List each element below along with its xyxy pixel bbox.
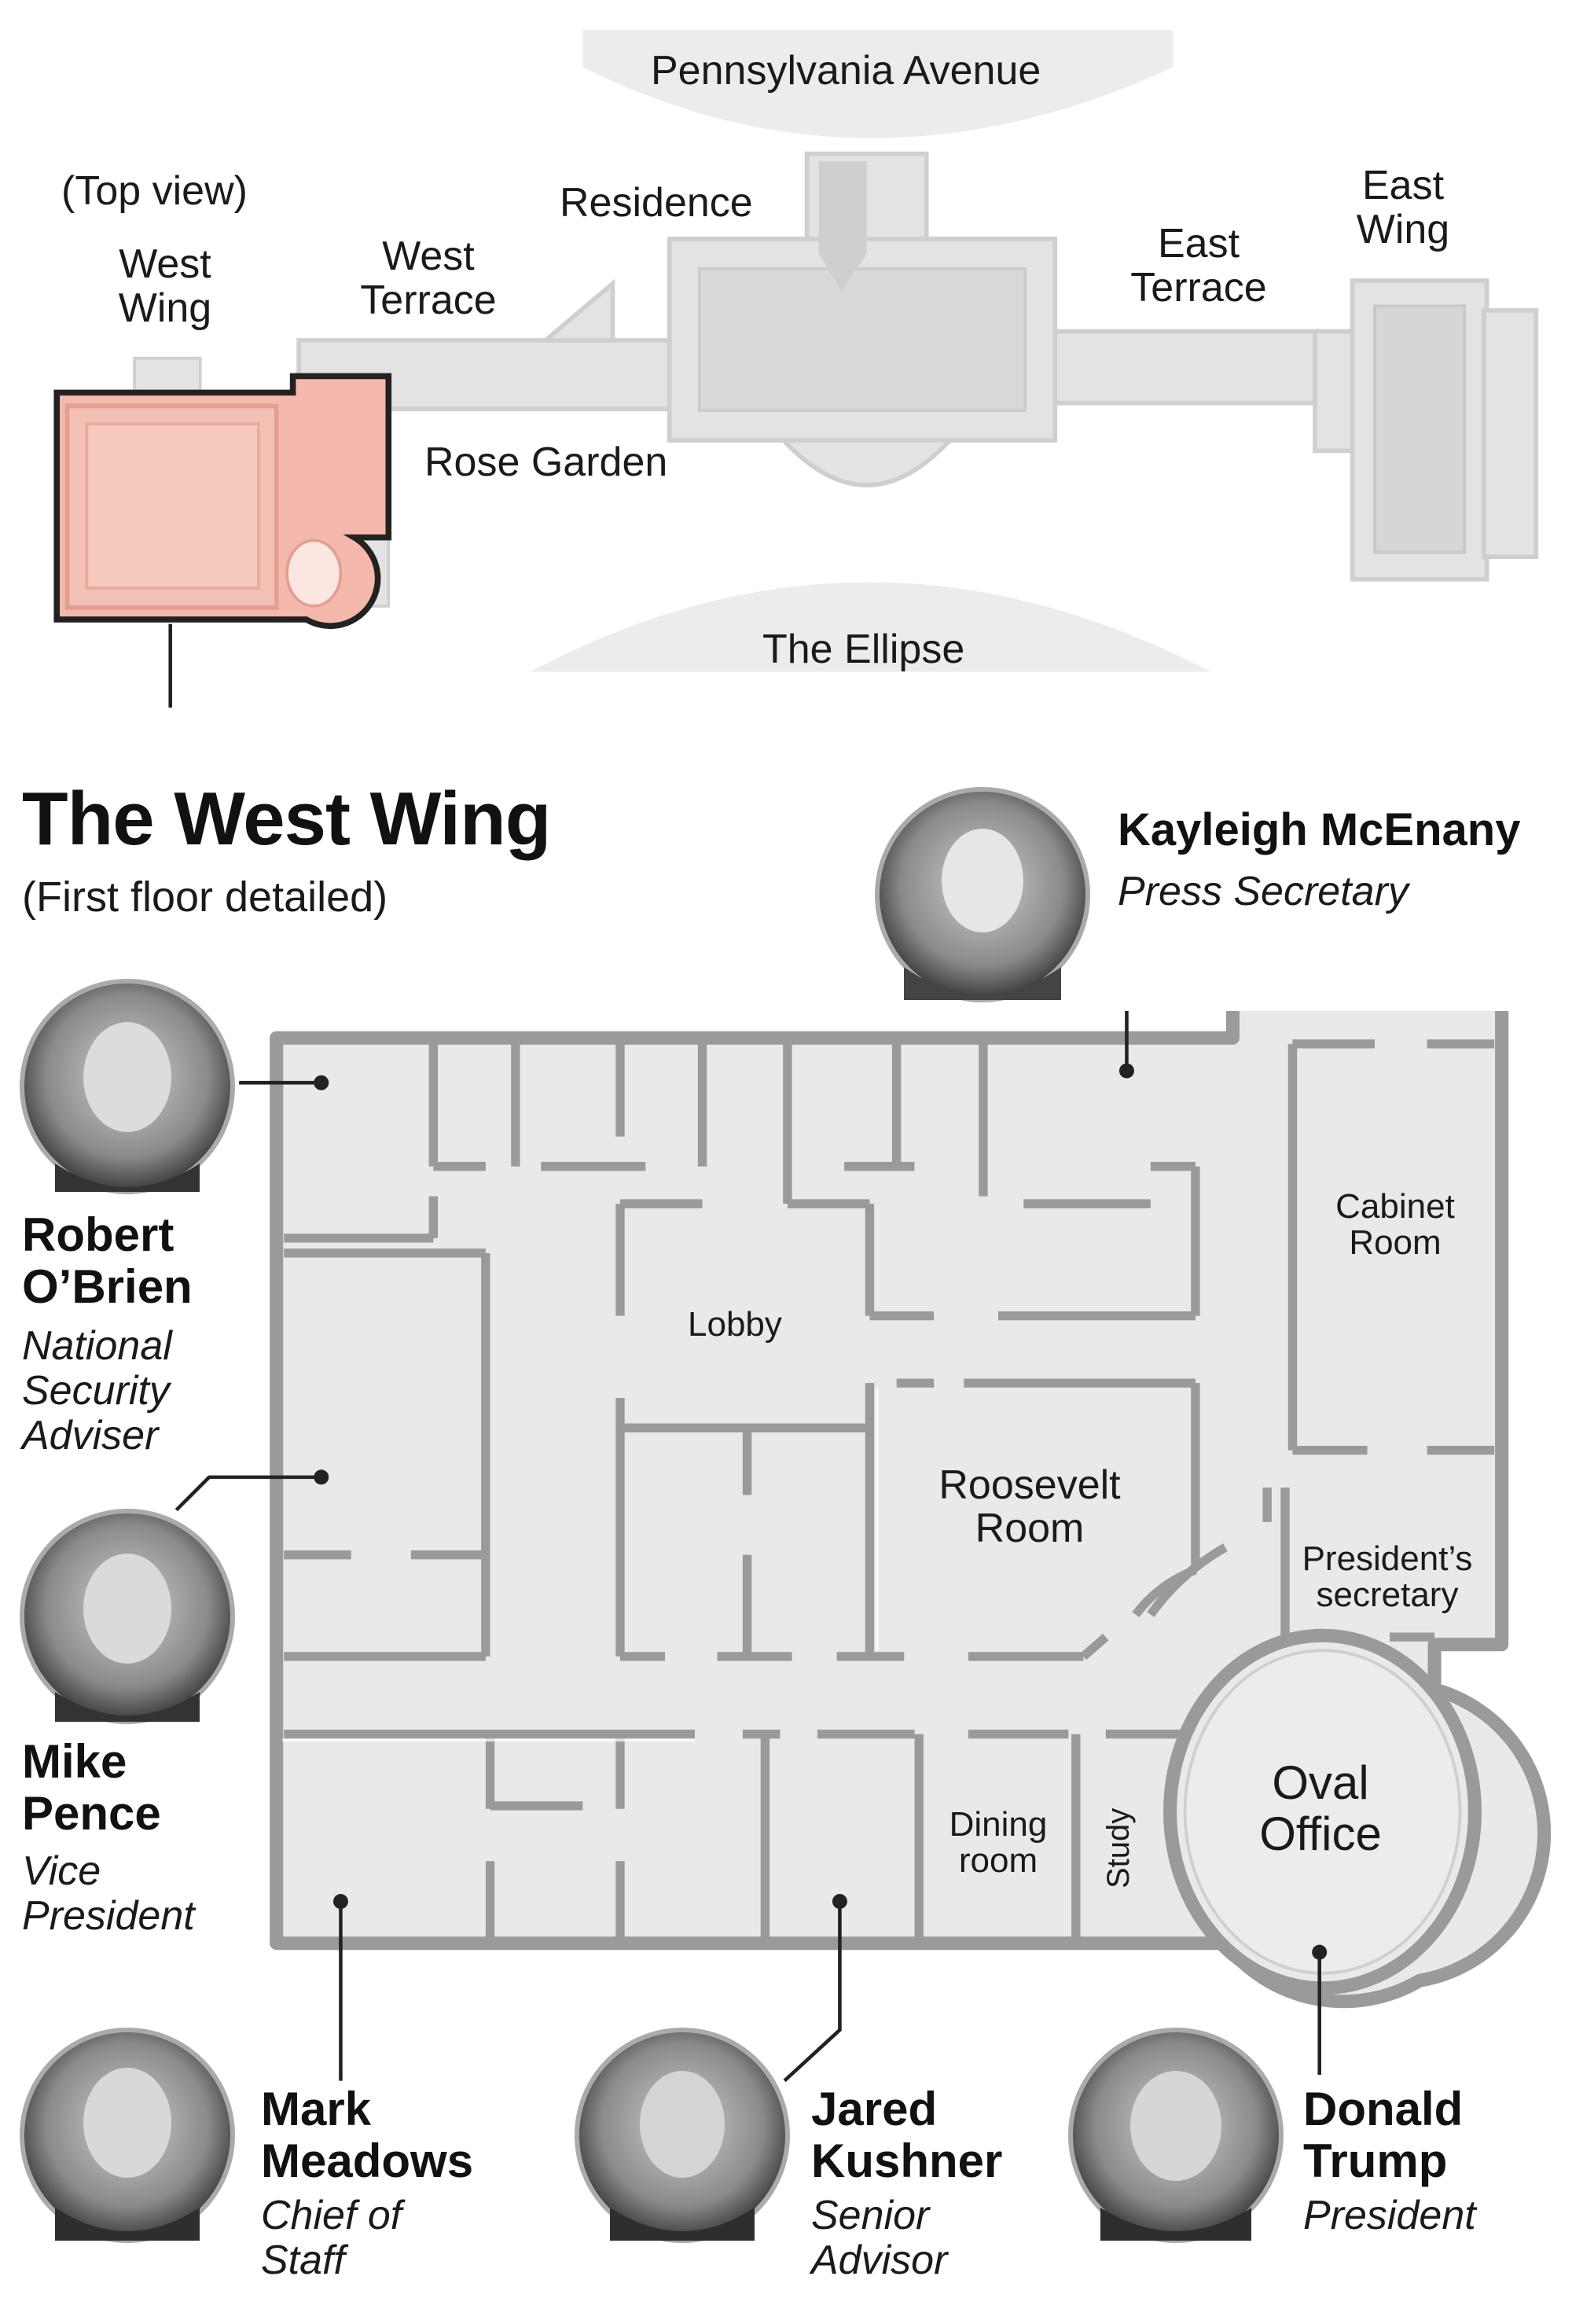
floor-plan <box>174 1011 1552 2083</box>
ellipse-backdrop <box>530 582 1210 672</box>
person-name: Jared Kushner <box>811 2083 1003 2187</box>
person-name: Robert O’Brien <box>22 1208 193 1313</box>
trump-marker <box>1312 1944 1328 1960</box>
person-name: Kayleigh McEnany <box>1118 804 1521 855</box>
person-name: Donald Trump <box>1303 2083 1464 2187</box>
east-wing-label: East Wing <box>1356 163 1450 253</box>
lobby-label: Lobby <box>688 1305 782 1344</box>
top-view-map <box>53 29 1539 708</box>
kushner-leader <box>783 1901 842 2083</box>
person-role: President <box>1303 2193 1476 2238</box>
pennsylvania-avenue-label: Pennsylvania Avenue <box>651 48 1041 94</box>
oval-office-top-view <box>285 539 343 608</box>
study-label: Study <box>1101 1807 1136 1888</box>
obrien-marker <box>314 1075 329 1090</box>
person-role: National Security Adviser <box>22 1323 172 1459</box>
kushner-marker <box>832 1894 847 1910</box>
the-ellipse-label: The Ellipse <box>762 627 965 672</box>
oval-office-label: Oval Office <box>1259 1756 1382 1860</box>
residence-label: Residence <box>560 180 753 226</box>
east-terrace-label: East Terrace <box>1130 221 1267 311</box>
pence-marker <box>314 1469 329 1485</box>
pennsylvania-backdrop <box>582 29 1173 138</box>
person-role: Chief of Staff <box>261 2193 402 2284</box>
person-name: Mike Pence <box>22 1735 161 1840</box>
roosevelt-room-label: Roosevelt Room <box>938 1462 1121 1551</box>
rose-garden-label: Rose Garden <box>424 439 668 485</box>
person-name: Mark Meadows <box>261 2083 474 2187</box>
east-wing-annex <box>1481 308 1539 560</box>
presidents-secretary-label: President’s secretary <box>1302 1539 1473 1615</box>
top-view-note: (Top view) <box>61 168 248 214</box>
floor-plan-subtitle: (First floor detailed) <box>22 873 388 921</box>
west-wing-label: West Wing <box>118 241 212 332</box>
meadows-marker <box>332 1894 348 1910</box>
person-role: Vice President <box>22 1848 195 1940</box>
west-terrace-bump <box>539 278 615 343</box>
west-terrace-label: West Terrace <box>360 234 497 324</box>
person-role: Press Secretary <box>1118 869 1409 914</box>
residence-inner <box>697 267 1027 413</box>
west-wing-inner-core <box>85 422 260 590</box>
oval-office-inner <box>1183 1649 1462 1975</box>
east-wing-inner <box>1373 304 1467 554</box>
dining-room-label: Dining room <box>949 1805 1048 1881</box>
person-role: Senior Advisor <box>811 2193 948 2284</box>
east-terrace-shape <box>1043 329 1362 406</box>
residence-south-portico <box>772 430 961 487</box>
west-wing-tab <box>133 356 202 393</box>
floor-plan-title: The West Wing <box>22 777 551 861</box>
residence-center-arrow <box>818 161 867 292</box>
mcenany-marker <box>1118 1063 1134 1079</box>
cabinet-room-label: Cabinet Room <box>1335 1187 1455 1263</box>
kayleigh-mcenany-photo <box>875 787 1090 1002</box>
pence-leader <box>174 1475 321 1512</box>
